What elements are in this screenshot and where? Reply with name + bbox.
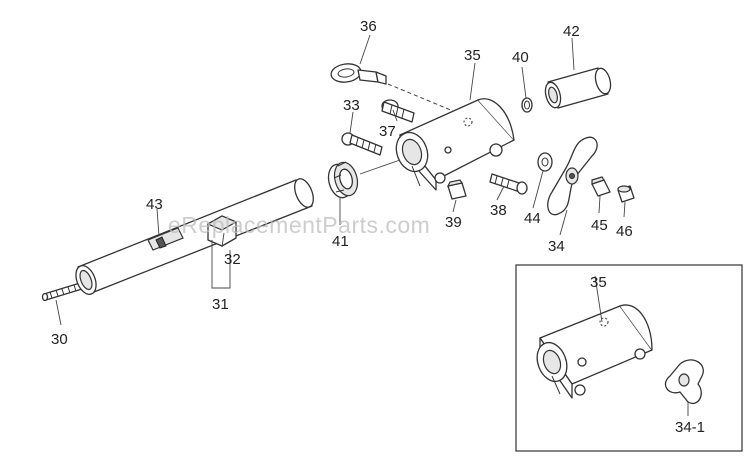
callout-39: 39 <box>445 214 462 231</box>
callout-36: 36 <box>360 18 377 35</box>
callout-34-1: 34-1 <box>675 419 705 436</box>
part-40-ring <box>521 97 533 113</box>
callout-31: 31 <box>212 296 229 313</box>
inset-detail-panel <box>515 264 743 452</box>
callout-34: 34 <box>548 238 565 255</box>
callout-35-inset: 35 <box>590 274 607 291</box>
part-32-key-block <box>206 215 238 247</box>
leader-lines <box>55 34 689 416</box>
callout-45: 45 <box>591 217 608 234</box>
callout-40: 40 <box>512 49 529 66</box>
callout-32: 32 <box>224 251 241 268</box>
watermark-text: eReplacementParts.com <box>168 212 430 238</box>
callout-46: 46 <box>616 223 633 240</box>
part-39-nut <box>446 179 467 200</box>
part-46-cap-nut <box>617 185 635 203</box>
inset-part-35-housing <box>536 304 653 399</box>
callout-43: 43 <box>146 196 163 213</box>
part-37-screw <box>381 99 415 123</box>
part-31-tube <box>75 178 314 295</box>
callout-42: 42 <box>563 23 580 40</box>
callout-41: 41 <box>332 233 349 250</box>
callout-35: 35 <box>464 47 481 64</box>
part-44-washer <box>537 152 553 172</box>
callout-38: 38 <box>490 202 507 219</box>
callout-44: 44 <box>524 210 541 227</box>
part-33-screw <box>341 132 383 156</box>
part-45-nut <box>591 176 611 197</box>
callout-37: 37 <box>379 123 396 140</box>
part-34-wing-handle <box>547 136 598 216</box>
callout-30: 30 <box>51 331 68 348</box>
callout-labels: 30 31 32 33 34 34-1 35 35 36 37 38 39 40… <box>51 18 705 436</box>
part-41-bearing <box>327 159 401 199</box>
part-38-screw <box>489 173 528 195</box>
part-42-sleeve <box>544 67 612 109</box>
callout-33: 33 <box>343 97 360 114</box>
part-35-housing <box>395 98 515 191</box>
inset-part-34-1-knob <box>664 359 704 405</box>
part-30-threaded-rod <box>41 282 83 302</box>
